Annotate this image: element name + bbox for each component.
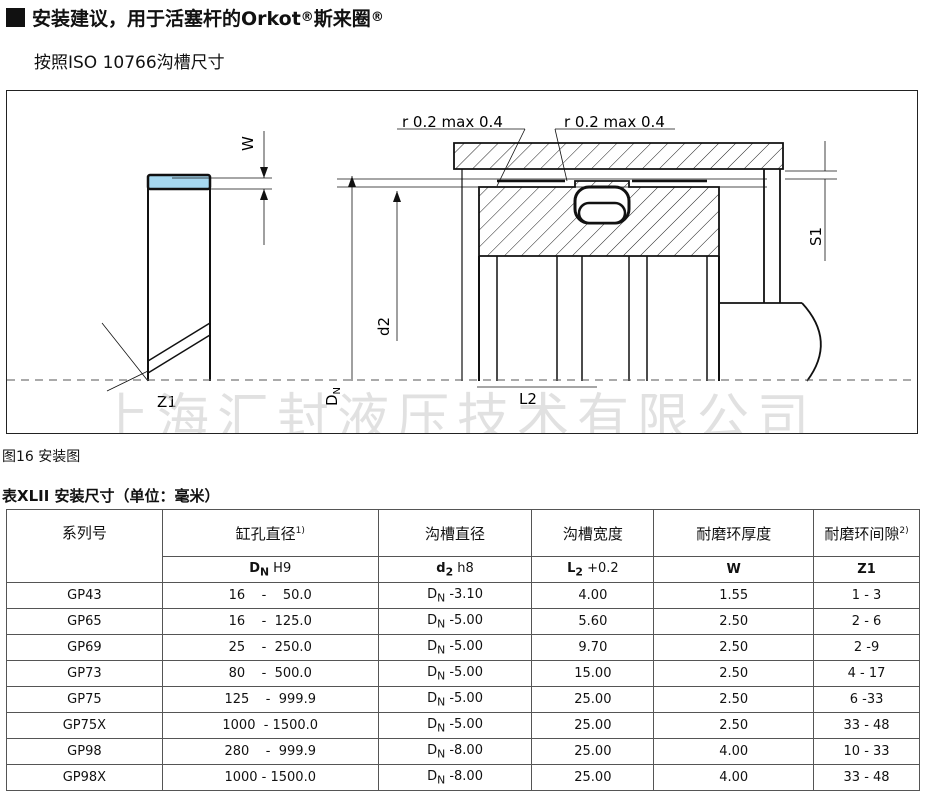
figure-caption: 图16 安装图: [2, 449, 81, 465]
gap-cell: 10 - 33: [813, 738, 920, 765]
thickness-cell: 1.55: [653, 582, 815, 609]
series-cell: GP75: [6, 686, 163, 713]
bore-cell: 80 - 500.0: [161, 660, 379, 687]
series-cell: GP65: [6, 608, 163, 635]
thickness-cell: 2.50: [653, 712, 815, 739]
w-dimension-label: W: [239, 136, 257, 151]
width-cell: 5.60: [531, 608, 655, 635]
thickness-cell: 2.50: [653, 634, 815, 661]
thickness-cell: 4.00: [653, 738, 815, 765]
installation-dimensions-table: 系列号 缸孔直径1) 沟槽直径 沟槽宽度 耐磨环厚度 耐磨环间隙2) DN H9…: [6, 509, 920, 791]
gap-cell: 2 - 6: [813, 608, 920, 635]
groove-cell: DN -3.10: [377, 582, 533, 609]
subtitle: 按照ISO 10766沟槽尺寸: [34, 53, 225, 73]
watermark: 上海汇封液压技术有限公司: [97, 389, 817, 434]
wear-ring-section: [101, 131, 272, 392]
bore-cell: 16 - 50.0: [161, 582, 379, 609]
l2-dimension-label: L2: [519, 390, 537, 408]
gap-cell: 33 - 48: [813, 764, 920, 791]
bore-cell: 1000 - 1500.0: [161, 764, 379, 791]
width-cell: 15.00: [531, 660, 655, 687]
table-units-row: DN H9 d2 h8 L2 +0.2 W Z1: [7, 556, 920, 583]
registered-mark-2: ®: [370, 10, 384, 25]
unit-groove-diameter: d2 h8: [377, 556, 533, 583]
width-cell: 4.00: [531, 582, 655, 609]
bore-cell: 25 - 250.0: [161, 634, 379, 661]
gap-cell: 4 - 17: [813, 660, 920, 687]
assembly-section: [7, 128, 917, 388]
header-title-2: 斯来圈: [313, 8, 371, 30]
z1-dimension-label: Z1: [157, 393, 177, 411]
unit-ring-thickness: W: [653, 556, 815, 583]
bore-cell: 1000 - 1500.0: [161, 712, 379, 739]
bore-cell: 16 - 125.0: [161, 608, 379, 635]
width-cell: 25.00: [531, 764, 655, 791]
unit-bore: DN H9: [161, 556, 379, 583]
header-series: 系列号: [6, 509, 163, 583]
width-cell: 25.00: [531, 686, 655, 713]
unit-groove-width: L2 +0.2: [531, 556, 655, 583]
radius-note-left: r 0.2 max 0.4: [402, 113, 503, 131]
header-ring-thickness: 耐磨环厚度: [653, 509, 815, 557]
groove-cell: DN -5.00: [377, 634, 533, 661]
thickness-cell: 2.50: [653, 686, 815, 713]
groove-cell: DN -5.00: [377, 686, 533, 713]
header-groove-width: 沟槽宽度: [531, 509, 655, 557]
series-cell: GP75X: [6, 712, 163, 739]
thickness-cell: 2.50: [653, 608, 815, 635]
groove-cell: DN -8.00: [377, 738, 533, 765]
bore-cell: 280 - 999.9: [161, 738, 379, 765]
header-groove-diameter: 沟槽直径: [377, 509, 533, 557]
groove-cell: DN -8.00: [377, 764, 533, 791]
gap-cell: 6 -33: [813, 686, 920, 713]
width-cell: 25.00: [531, 712, 655, 739]
radius-note-right: r 0.2 max 0.4: [564, 113, 665, 131]
gap-cell: 33 - 48: [813, 712, 920, 739]
table-header-row: 系列号 缸孔直径1) 沟槽直径 沟槽宽度 耐磨环厚度 耐磨环间隙2): [6, 509, 920, 583]
groove-cell: DN -5.00: [377, 608, 533, 635]
width-cell: 25.00: [531, 738, 655, 765]
groove-cell: DN -5.00: [377, 660, 533, 687]
d2-dimension-label: d2: [375, 317, 393, 336]
s1-dimension-label: S1: [807, 227, 825, 246]
section-header: 安装建议，用于活塞杆的Orkot® 斯来圈®: [6, 4, 384, 31]
installation-figure: W Z1: [6, 90, 918, 434]
installation-drawing: W Z1: [7, 113, 917, 434]
thickness-cell: 2.50: [653, 660, 815, 687]
groove-cell: DN -5.00: [377, 712, 533, 739]
black-square-icon: [6, 8, 25, 27]
unit-ring-gap: Z1: [813, 556, 920, 583]
header-title: 安装建议，用于活塞杆的Orkot: [32, 8, 301, 30]
header-bore: 缸孔直径1): [161, 509, 379, 557]
width-cell: 9.70: [531, 634, 655, 661]
gap-cell: 1 - 3: [813, 582, 920, 609]
dn-dimension-label: DN: [323, 387, 343, 406]
gap-cell: 2 -9: [813, 634, 920, 661]
registered-mark: ®: [300, 10, 314, 25]
table-title: 表XLII 安装尺寸（单位：毫米）: [2, 487, 220, 505]
series-cell: GP98: [6, 738, 163, 765]
header-ring-gap: 耐磨环间隙2): [813, 509, 920, 557]
series-cell: GP98X: [6, 764, 163, 791]
series-cell: GP73: [6, 660, 163, 687]
series-cell: GP69: [6, 634, 163, 661]
series-cell: GP43: [6, 582, 163, 609]
bore-cell: 125 - 999.9: [161, 686, 379, 713]
thickness-cell: 4.00: [653, 764, 815, 791]
